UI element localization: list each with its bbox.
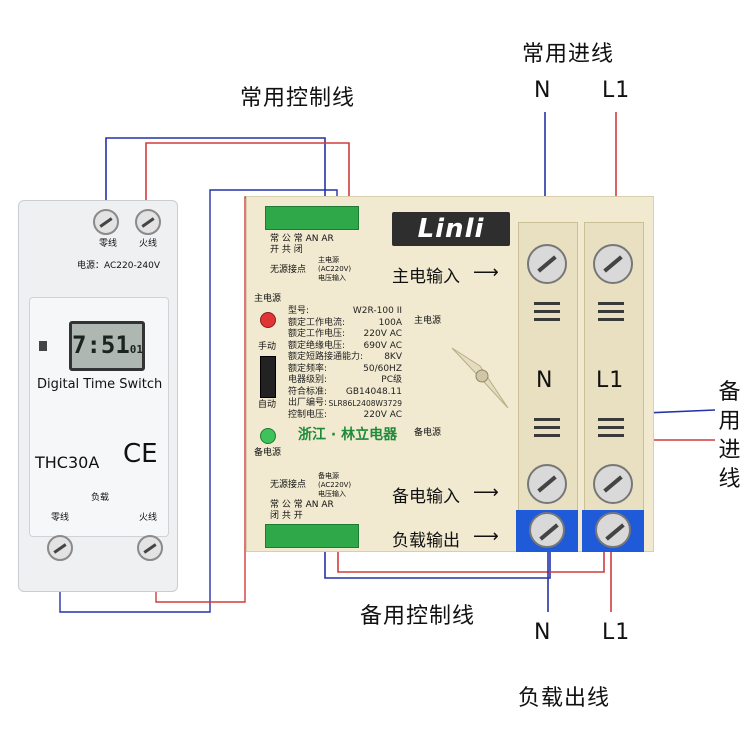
- wire-timer-to-ats-blue: [59, 189, 338, 613]
- pole-l1-label: L1: [596, 368, 625, 393]
- label-n-bottom: N: [534, 620, 552, 645]
- ats-manual-label: 手动: [258, 342, 277, 352]
- wire-main-control-live: [145, 142, 350, 218]
- spec-row: 型号:W2R-100 II: [288, 306, 402, 316]
- main-input-n-screw: [527, 244, 567, 284]
- spec-row: 控制电压:220V AC: [288, 409, 402, 420]
- ats-load-output-label: 负载输出: [392, 531, 460, 551]
- digital-time-switch: 零线 火线 电源：AC220-240V 7:5101 Digital Time …: [18, 200, 178, 592]
- timer-bottom-neutral-label: 零线: [51, 513, 70, 523]
- load-output-l1-screw: [595, 512, 631, 548]
- ats-main-input-label: 主电输入: [392, 267, 460, 287]
- ats-backup-power-label: 备电源: [254, 448, 282, 458]
- ats-bottom-terminal-block: [265, 524, 359, 548]
- label-l1-top: L1: [602, 78, 631, 103]
- ats-backup-power-input-tag: 备电源 (AC220V) 电压输入: [318, 472, 352, 498]
- timer-lcd-suffix: 01: [129, 343, 144, 356]
- ats-main-power-label: 主电源: [254, 294, 282, 304]
- main-power-indicator-lamp: [260, 312, 276, 328]
- timer-load-label: 负载: [91, 493, 110, 503]
- spec-row: 电器级别:PC级: [288, 375, 402, 385]
- timer-device-name: Digital Time Switch: [37, 377, 163, 392]
- ats-manufacturer: 浙江 · 林立电器: [298, 427, 398, 443]
- ats-backup-power-right-label: 备电源: [414, 428, 442, 438]
- label-load-output-line: 负载出线: [518, 686, 611, 711]
- timer-lcd-display: 7:5101: [69, 321, 145, 371]
- spec-row: 额定频率:50/60HZ: [288, 363, 402, 374]
- ats-auto-label: 自动: [258, 400, 277, 410]
- spec-row: 额定绝缘电压:690V AC: [288, 340, 402, 351]
- label-main-control-line: 常用控制线: [240, 86, 356, 111]
- timer-side-button[interactable]: [39, 341, 47, 351]
- spec-row: 额定工作电流:100A: [288, 317, 402, 328]
- label-backup-input-line: 备用进线: [717, 378, 743, 494]
- load-output-n-screw: [529, 512, 565, 548]
- ats-spec-table: 型号:W2R-100 II 额定工作电流:100A 额定工作电压:220V AC…: [288, 306, 402, 421]
- label-main-input-line: 常用进线: [522, 42, 615, 67]
- spec-row: 出厂编号:SLR86L2408W3729: [288, 398, 402, 408]
- ats-top-terminal-labels: 常 公 常 AN AR: [270, 234, 334, 244]
- backup-input-n-screw: [527, 464, 567, 504]
- spec-row: 额定工作电压:220V AC: [288, 329, 402, 339]
- pole-l1-vents-top: [598, 302, 624, 326]
- ats-brand-logo: Linli: [392, 212, 510, 246]
- timer-power-rating: 电源：AC220-240V: [77, 261, 161, 271]
- timer-terminal-live-screw: [135, 209, 161, 235]
- pole-l1-vents-bottom: [598, 418, 624, 442]
- arrow-load-output: ⟶: [473, 526, 499, 547]
- timer-ce-mark: CE: [123, 439, 158, 469]
- pole-n-label: N: [536, 368, 554, 393]
- label-backup-input-text: 备用进线: [718, 380, 742, 492]
- ats-top-no-power-contact: 无源接点: [270, 265, 307, 275]
- ats-mode-switch[interactable]: [260, 356, 276, 398]
- timer-model: THC30A: [35, 453, 100, 472]
- label-backup-control-line: 备用控制线: [360, 604, 476, 629]
- timer-bottom-neutral-screw: [47, 535, 73, 561]
- ats-backup-input-label: 备电输入: [392, 487, 460, 507]
- ats-top-terminal-block: [265, 206, 359, 230]
- ats-main-power-input-tag: 主电源 (AC220V) 电压输入: [318, 256, 352, 282]
- timer-lcd-time: 7:51: [72, 331, 130, 359]
- ats-main-power-right-label: 主电源: [414, 316, 442, 326]
- timer-terminal-live-label: 火线: [139, 239, 158, 249]
- timer-bottom-live-screw: [137, 535, 163, 561]
- timer-terminal-neutral-label: 零线: [99, 239, 118, 249]
- ats-bottom-no-power-contact: 无源接点: [270, 480, 307, 490]
- wire-main-control-neutral: [105, 137, 326, 218]
- pole-n-vents-top: [534, 302, 560, 326]
- ats-bottom-terminal-labels-line2: 闭 共 开: [270, 511, 303, 521]
- pole-n-vents-bottom: [534, 418, 560, 442]
- label-n-top: N: [534, 78, 552, 103]
- ats-rotary-handle[interactable]: [440, 330, 520, 420]
- timer-terminal-neutral-screw: [93, 209, 119, 235]
- ats-bottom-terminal-labels: 常 公 常 AN AR: [270, 500, 334, 510]
- ats-top-terminal-labels-line2: 开 共 闭: [270, 245, 303, 255]
- main-input-l1-screw: [593, 244, 633, 284]
- arrow-backup-input: ⟶: [473, 482, 499, 503]
- backup-power-indicator-lamp: [260, 428, 276, 444]
- spec-row: 符合标准:GB14048.11: [288, 386, 402, 397]
- arrow-main-input: ⟶: [473, 262, 499, 283]
- label-l1-bottom: L1: [602, 620, 631, 645]
- backup-input-l1-screw: [593, 464, 633, 504]
- spec-row: 额定短路接通能力:8KV: [288, 352, 402, 362]
- timer-bottom-live-label: 火线: [139, 513, 158, 523]
